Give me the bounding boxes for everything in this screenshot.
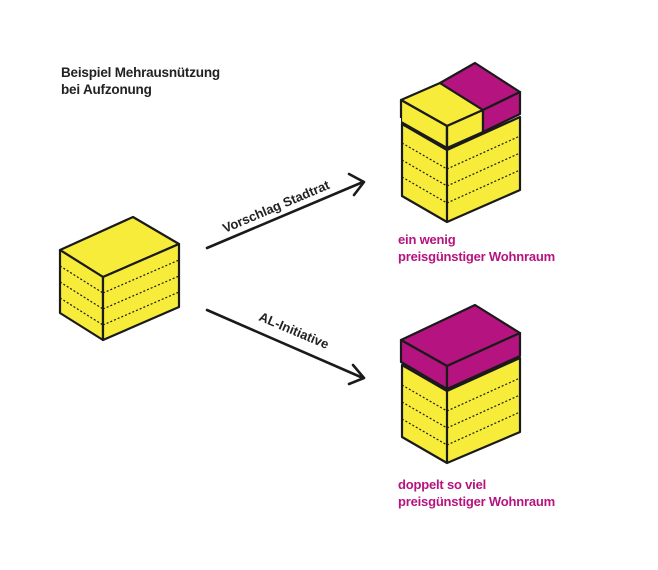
scenario-2-building [399,303,522,465]
outcome-1-line-2: preisgünstiger Wohnraum [398,249,555,264]
outcome-2-line-1: doppelt so viel [398,477,487,492]
scenario-1-building [399,61,522,224]
outcome-caption-1: ein wenig preisgünstiger Wohnraum [398,231,555,265]
arrow-label-1: Vorschlag Stadtrat [220,177,332,236]
arrow-vorschlag-stadtrat [205,172,366,250]
outcome-2-line-2: preisgünstiger Wohnraum [398,494,555,509]
title-line-1: Beispiel Mehrausnützung [61,65,220,80]
arrow-al-initiative [205,308,366,386]
outcome-caption-2: doppelt so viel preisgünstiger Wohnraum [398,476,555,510]
outcome-1-line-1: ein wenig [398,232,456,247]
diagram-title: Beispiel Mehrausnützung bei Aufzonung [61,64,220,98]
title-line-2: bei Aufzonung [61,82,152,97]
existing-building [58,215,181,342]
arrow-label-2: AL-Initiative [257,309,331,352]
floor-lines [59,259,180,326]
